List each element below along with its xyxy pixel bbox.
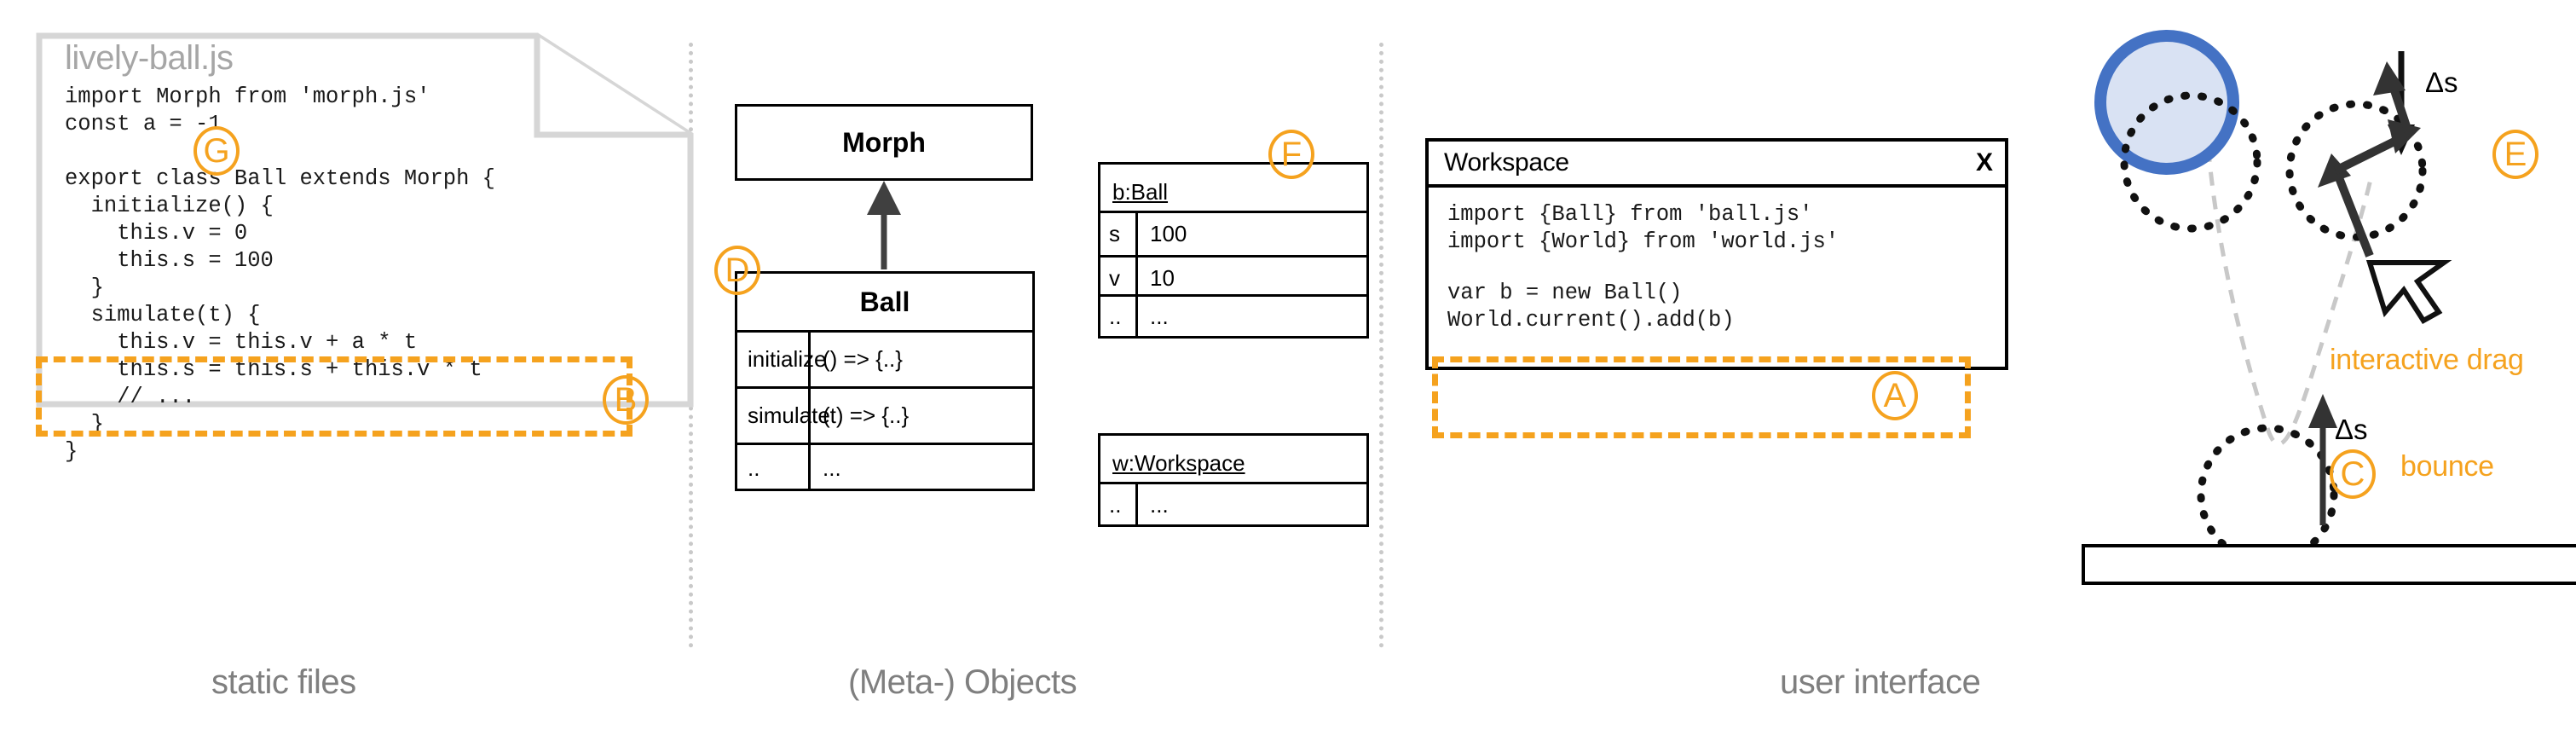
- label-bounce: bounce: [2400, 450, 2494, 483]
- uml-member-name: ..: [737, 445, 811, 491]
- uml-class-ball-name: Ball: [859, 286, 910, 317]
- drag-vector-arrows-icon: [2318, 61, 2421, 258]
- object-value: 10: [1150, 265, 1175, 291]
- table-row: s 100: [1100, 211, 1366, 255]
- object-key: s: [1100, 213, 1138, 255]
- object-title-text: b:Ball: [1112, 179, 1169, 205]
- object-table-workspace: w:Workspace .. ...: [1098, 433, 1369, 527]
- close-icon[interactable]: X: [1975, 148, 1993, 177]
- highlight-box-simulate: [36, 356, 632, 437]
- uml-member-name: simulate: [737, 389, 830, 443]
- file-source-code: import Morph from 'morph.js' const a = -…: [65, 84, 495, 464]
- trajectory-path: [2203, 52, 2374, 447]
- uml-class-morph: Morph: [735, 104, 1033, 181]
- table-row: .. ...: [737, 443, 1032, 491]
- uml-class-morph-name: Morph: [842, 126, 926, 158]
- uml-member-name: initialize: [737, 333, 827, 386]
- marker-a: A: [1872, 371, 1918, 420]
- uml-member-value: () => {..}: [823, 346, 903, 372]
- object-table-ball-title: b:Ball: [1100, 165, 1366, 211]
- table-row: .. ...: [1100, 297, 1366, 336]
- object-key: ..: [1100, 484, 1138, 526]
- uml-member-value: ...: [823, 454, 841, 481]
- object-table-ball: b:Ball s 100 v 10: [1098, 162, 1369, 299]
- cursor-arrow-icon: [2365, 260, 2452, 324]
- table-row: .. ...: [1100, 482, 1366, 526]
- highlight-box-workspace-snippet: [1432, 356, 1971, 438]
- table-row: initialize () => {..}: [737, 330, 1032, 386]
- ball-ghost-top: [2120, 91, 2261, 233]
- file-paper-shape: [36, 32, 694, 408]
- workspace-snippet-code[interactable]: var b = new Ball() World.current().add(b…: [1447, 281, 1735, 333]
- ball-ghost-bounce: [2197, 424, 2338, 565]
- table-row: v 10: [1100, 255, 1366, 299]
- delta-s-label-top: Δs: [2425, 67, 2458, 98]
- table-row: simulate (t) => {..}: [737, 386, 1032, 443]
- workspace-imports-code[interactable]: import {Ball} from 'ball.js' import {Wor…: [1447, 202, 1840, 254]
- caption-meta-objects: (Meta-) Objects: [848, 663, 1077, 701]
- delta-s-label-bottom: Δs: [2335, 414, 2368, 445]
- label-interactive-drag: interactive drag: [2330, 344, 2524, 376]
- ball-ghost-drag: [2285, 100, 2427, 241]
- workspace-titlebar: Workspace X: [1429, 142, 2005, 188]
- object-value: ...: [1150, 492, 1169, 518]
- physics-illustration: [2094, 30, 2452, 565]
- marker-b: B: [603, 375, 649, 425]
- object-value: 100: [1150, 221, 1187, 246]
- marker-e: E: [2492, 130, 2538, 179]
- delta-s-up-arrow-icon: [2308, 394, 2337, 525]
- inheritance-arrow-icon: [867, 181, 901, 269]
- caption-static-files: static files: [211, 663, 356, 701]
- object-key: ..: [1100, 297, 1138, 336]
- uml-class-ball: Ball initialize () => {..} simulate (t) …: [735, 271, 1035, 491]
- marker-g: G: [193, 126, 240, 176]
- caption-user-interface: user interface: [1780, 663, 1981, 701]
- ground-platform: [2082, 544, 2576, 585]
- workspace-window[interactable]: Workspace X import {Ball} from 'ball.js'…: [1425, 138, 2008, 370]
- marker-c: C: [2330, 449, 2376, 499]
- file-name-label: lively-ball.js: [65, 39, 234, 77]
- column-divider-right: [1379, 43, 1383, 648]
- marker-f: F: [1268, 130, 1314, 179]
- workspace-title: Workspace: [1444, 148, 1569, 177]
- object-title-text: w:Workspace: [1112, 450, 1245, 476]
- object-table-workspace-title: w:Workspace: [1100, 436, 1366, 482]
- object-key: v: [1100, 258, 1138, 299]
- marker-d: D: [714, 246, 760, 295]
- object-value: ...: [1150, 303, 1169, 329]
- uml-member-value: (t) => {..}: [823, 402, 910, 428]
- object-table-ball-more-row: .. ...: [1098, 294, 1369, 339]
